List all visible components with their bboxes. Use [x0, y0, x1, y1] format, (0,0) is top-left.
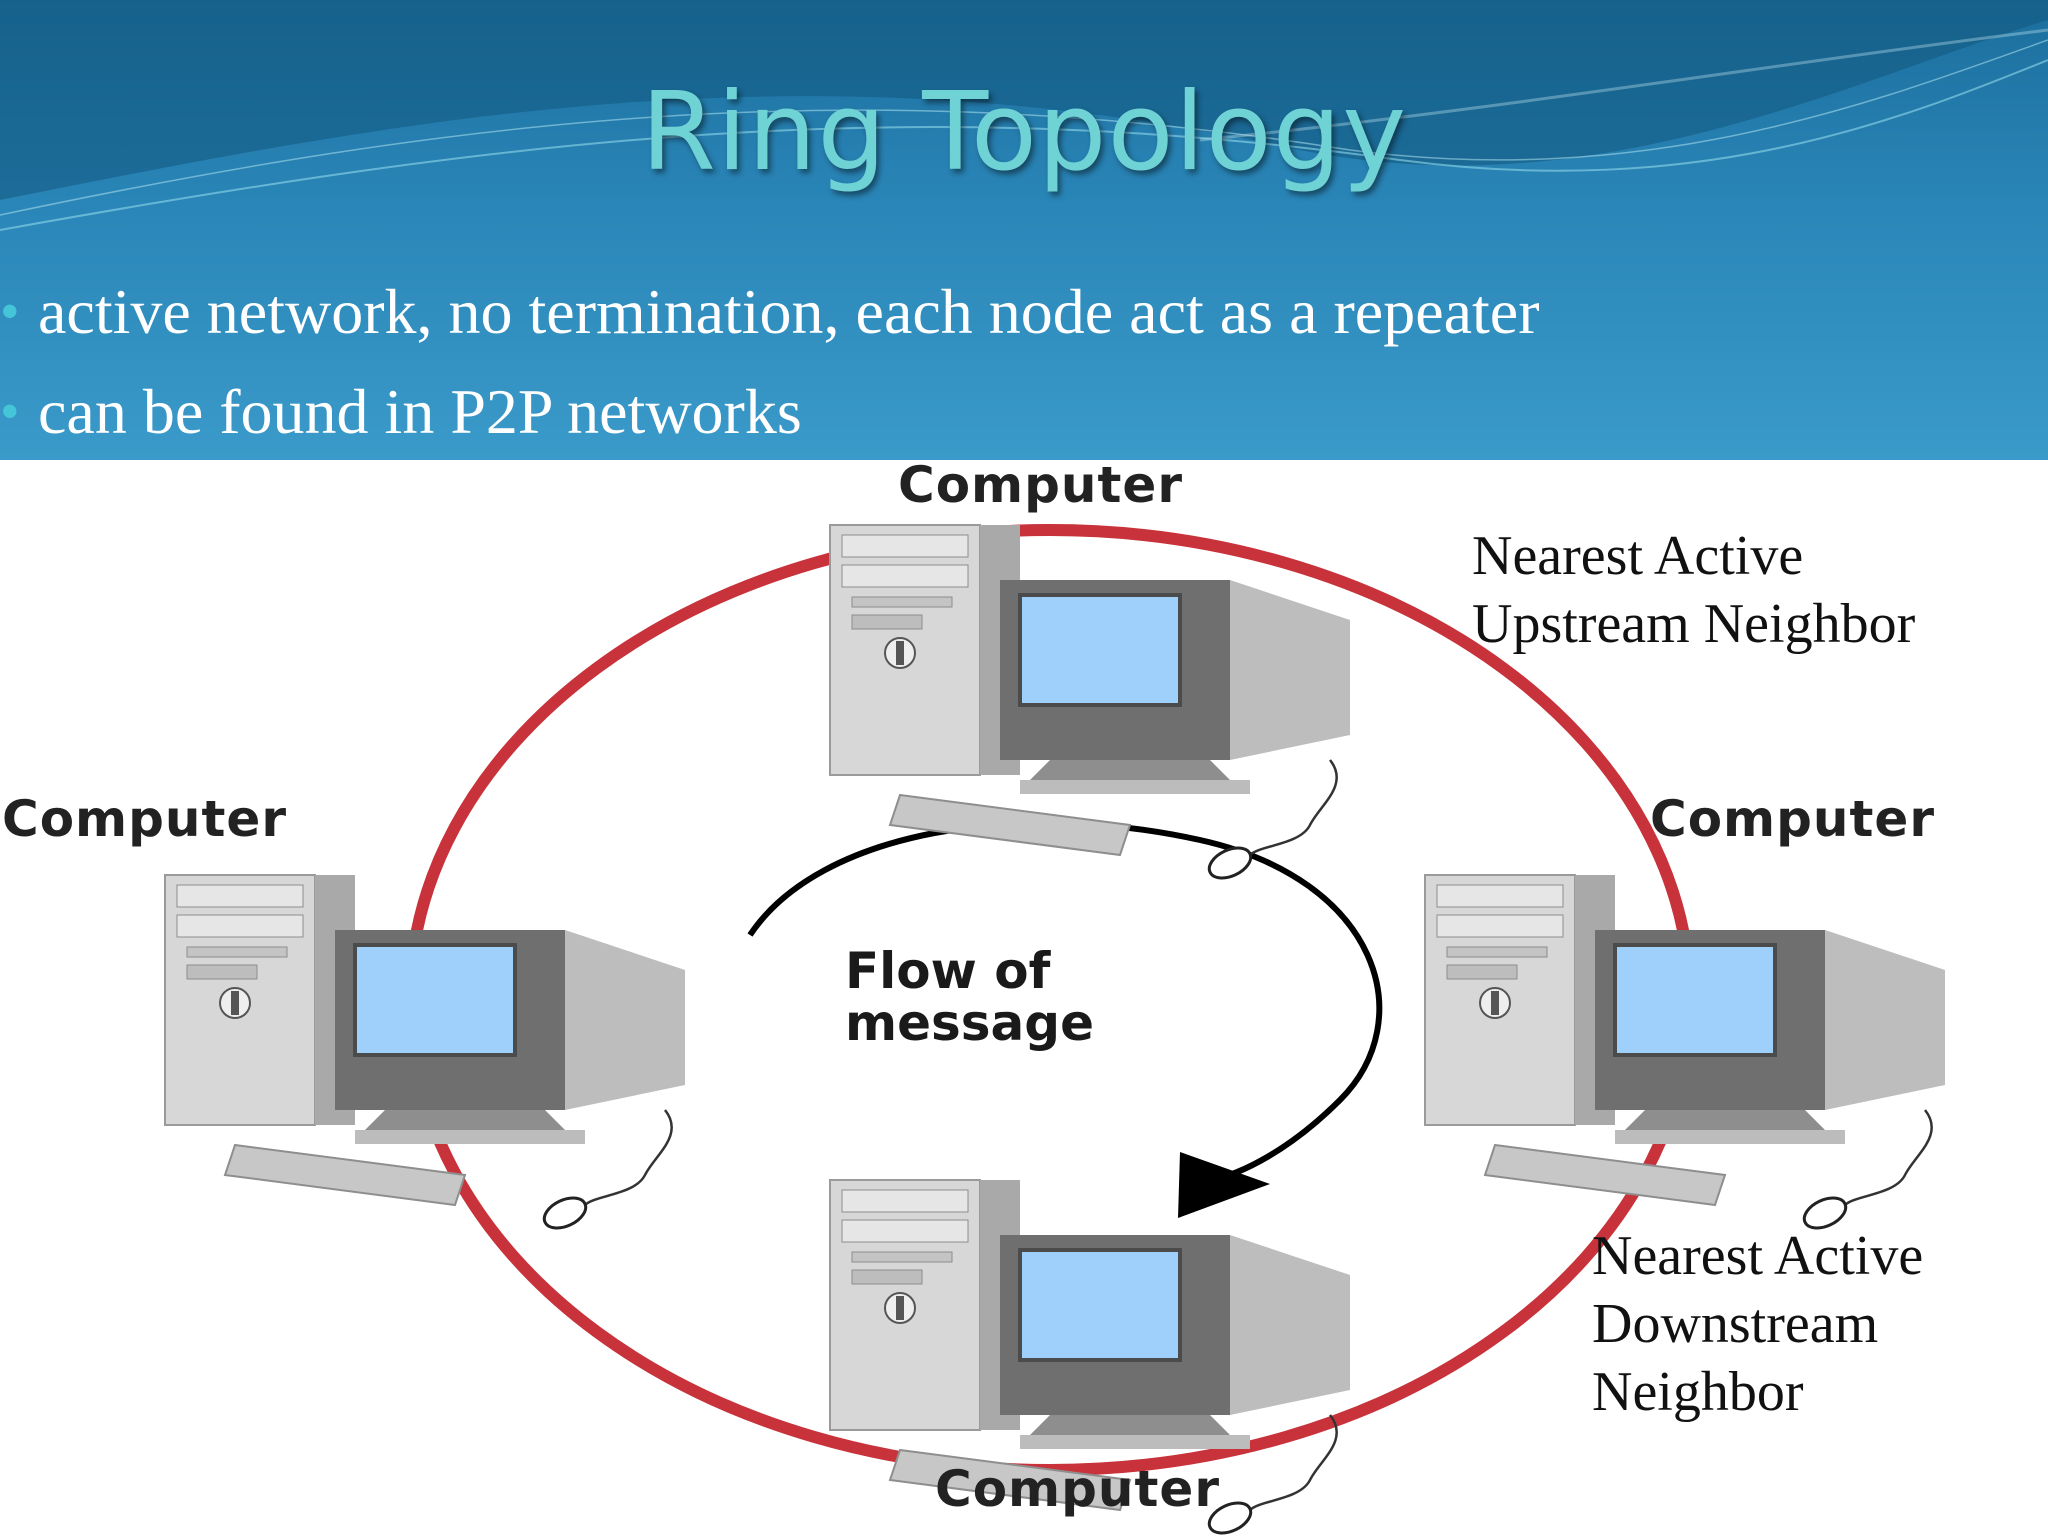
bullet-item: • can be found in P2P networks: [0, 362, 1540, 460]
flow-label-line: Flow of: [845, 942, 1051, 1000]
bullet-dot-icon: •: [0, 281, 20, 343]
computer-label-top: Computer: [898, 456, 1184, 514]
slide-title: Ring Topology: [640, 70, 1408, 195]
computer-label-left: Computer: [2, 790, 288, 848]
header-waves: [0, 0, 2048, 231]
upstream-label-line: Nearest Active: [1472, 525, 1804, 587]
bullet-text: active network, no termination, each nod…: [38, 276, 1540, 347]
bullet-item: • active network, no termination, each no…: [0, 262, 1540, 362]
computer-left: [163, 873, 687, 1237]
curved-arrow-icon: [747, 820, 1383, 1218]
flow-label: Flow of message: [845, 945, 1094, 1049]
computer-top: [828, 523, 1352, 887]
flow-label-line: message: [845, 994, 1094, 1052]
downstream-neighbor-label: Nearest Active Downstream Neighbor: [1592, 1222, 1923, 1426]
computer-label-right: Computer: [1650, 790, 1936, 848]
downstream-label-line: Neighbor: [1592, 1361, 1804, 1423]
slide-header: Ring Topology • active network, no termin…: [0, 0, 2048, 460]
downstream-label-line: Nearest Active: [1592, 1225, 1924, 1287]
bullet-dot-icon: •: [0, 381, 20, 443]
bullet-list: • active network, no termination, each no…: [0, 262, 1540, 460]
downstream-label-line: Downstream: [1592, 1293, 1879, 1355]
ring-diagram: [163, 523, 1947, 1536]
computer-label-bottom: Computer: [935, 1460, 1221, 1518]
bullet-text: can be found in P2P networks: [38, 376, 802, 447]
upstream-label-line: Upstream Neighbor: [1472, 593, 1916, 655]
upstream-neighbor-label: Nearest Active Upstream Neighbor: [1472, 522, 1915, 658]
